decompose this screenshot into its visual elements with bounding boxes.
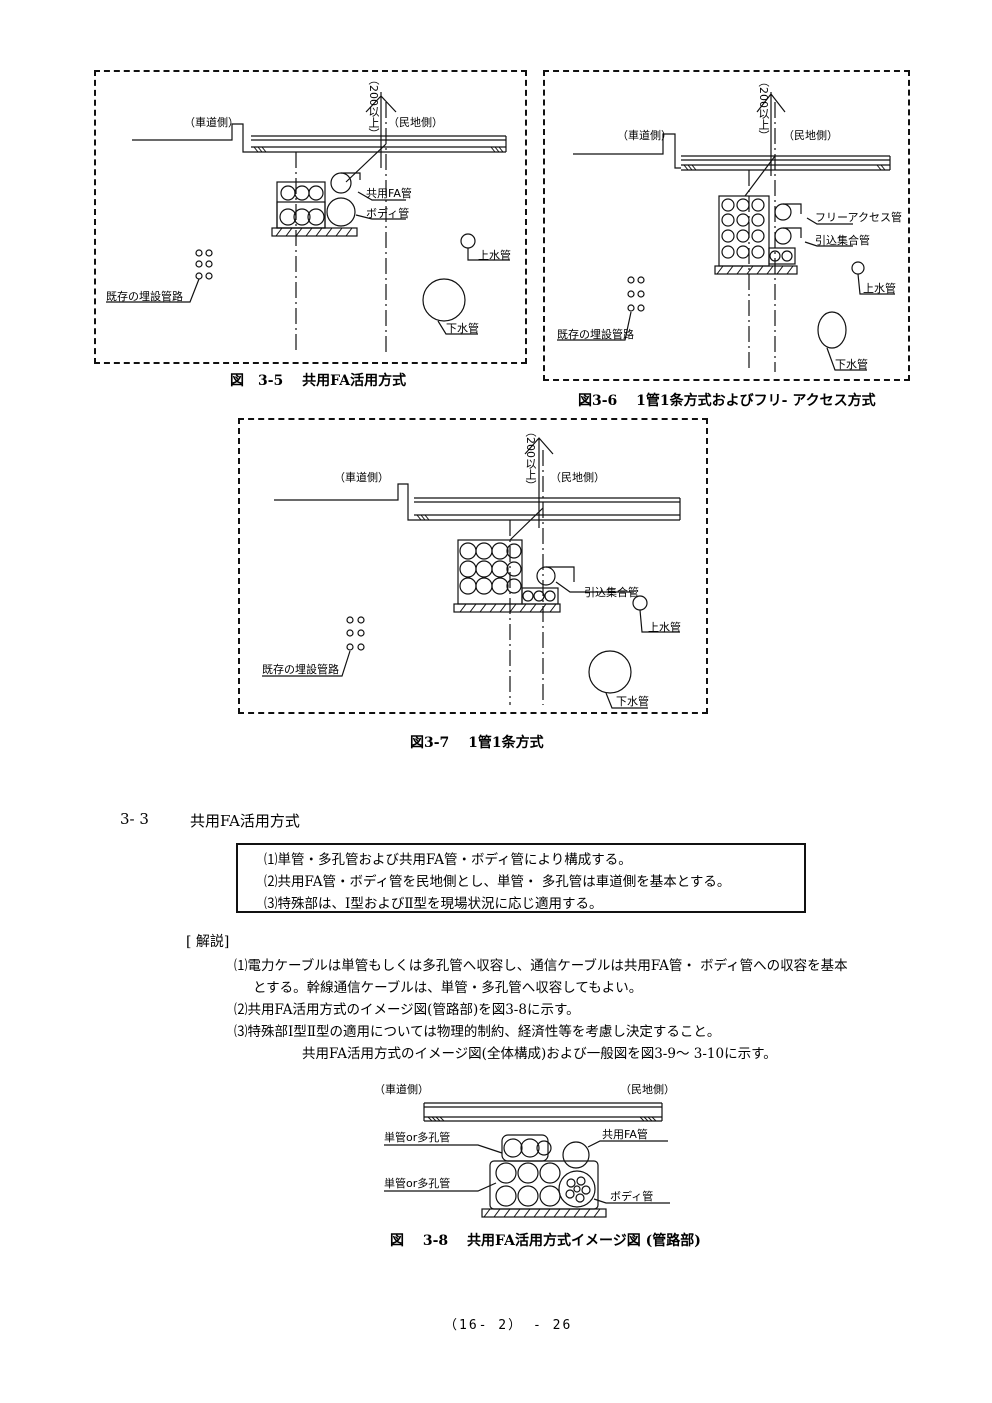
label-water-pipe: 上水管: [478, 249, 511, 262]
figure-3-6-drawing: [557, 92, 895, 372]
label-depth: （200以上）: [757, 76, 770, 141]
figure-3-8-drawing: [384, 1102, 670, 1218]
label-water-pipe: 上水管: [648, 621, 681, 634]
label-road-side: （車道側）: [184, 116, 239, 129]
section-number: 3- 3: [120, 810, 149, 828]
label-private-side: （民地側）: [550, 471, 605, 484]
label-body-pipe: ボディ管: [366, 207, 410, 220]
figure-3-7: （車道側） （民地側） （200以上） 引込集合管 上水管 既存の埋設管路 下水…: [238, 418, 708, 714]
label-sewer-pipe: 下水管: [835, 358, 868, 371]
label-private-side: （民地側）: [388, 116, 443, 129]
caption-fig-3-5: 図 3-5 共用FA活用方式: [230, 373, 407, 389]
commentary-line-5: 共用FA活用方式のイメージ図(全体構成)および一般図を図3-9～ 3-10に示す…: [302, 1046, 777, 1062]
summary-item-1: ⑴単管・多孔管および共用FA管・ボディ管により構成する。: [264, 852, 632, 868]
label-private-side: （民地側）: [783, 129, 838, 142]
label-private-side: （民地側）: [620, 1083, 675, 1096]
label-shared-fa: 共用FA管: [602, 1128, 648, 1141]
figure-3-5-drawing: [106, 92, 510, 354]
commentary-line-3: ⑵共用FA活用方式のイメージ図(管路部)を図3-8に示す。: [234, 1002, 580, 1018]
summary-box: ⑴単管・多孔管および共用FA管・ボディ管により構成する。 ⑵共用FA管・ボディ管…: [236, 843, 806, 913]
figure-3-6: （車道側） （民地側） （200以上） フリーアクセス管 引込集合管 上水管 既…: [543, 70, 910, 381]
label-existing: 既存の埋設管路: [106, 290, 183, 303]
figure-3-7-drawing: [262, 437, 681, 709]
label-free-access: フリーアクセス管: [815, 211, 903, 224]
label-service-collect: 引込集合管: [584, 586, 639, 599]
label-depth: （200以上）: [367, 74, 380, 139]
label-shared-fa: 共用FA管: [366, 187, 412, 200]
figure-3-5: （車道側） （民地側） （200以上） 共用FA管 ボディ管 上水管 既存の埋設…: [94, 70, 527, 364]
commentary-line-1: ⑴電力ケーブルは単管もしくは多孔管へ収容し、通信ケーブルは共用FA管・ ボディ管…: [234, 958, 848, 974]
label-depth: （200以上）: [524, 426, 537, 491]
page-number: （16- 2） - 26: [444, 1318, 573, 1333]
commentary-line-4: ⑶特殊部Ⅰ型Ⅱ型の適用については物理的制約、経済性等を考慮し決定すること。: [234, 1024, 721, 1040]
label-water-pipe: 上水管: [863, 282, 896, 295]
caption-fig-3-8: 図 3-8 共用FA活用方式イメージ図 (管路部): [390, 1233, 701, 1249]
commentary-line-2: とする。幹線通信ケーブルは、単管・多孔管へ収容してもよい。: [253, 980, 643, 996]
label-single-multi-lower: 単管or多孔管: [384, 1177, 451, 1190]
commentary-heading: [ 解説]: [186, 934, 230, 950]
label-existing: 既存の埋設管路: [557, 328, 634, 341]
label-service-collect: 引込集合管: [815, 234, 870, 247]
label-existing: 既存の埋設管路: [262, 663, 339, 676]
label-road-side: （車道側）: [617, 129, 672, 142]
caption-fig-3-7: 図3-7 1管1条方式: [410, 735, 544, 751]
section-title: 共用FA活用方式: [190, 812, 300, 830]
caption-fig-3-6: 図3-6 1管1条方式およびフリ- アクセス方式: [578, 393, 876, 409]
figure-3-8: （車道側） （民地側） 単管or多孔管 共用FA管 単管or多孔管 ボディ管: [370, 1075, 690, 1225]
label-sewer-pipe: 下水管: [616, 695, 649, 708]
label-sewer-pipe: 下水管: [446, 322, 479, 335]
summary-item-3: ⑶特殊部は、Ⅰ型およびⅡ型を現場状況に応じ適用する。: [264, 896, 603, 912]
summary-item-2: ⑵共用FA管・ボディ管を民地側とし、単管・ 多孔管は車道側を基本とする。: [264, 874, 731, 890]
label-road-side: （車道側）: [374, 1083, 429, 1096]
label-single-multi-upper: 単管or多孔管: [384, 1131, 451, 1144]
label-road-side: （車道側）: [334, 471, 389, 484]
label-body-pipe: ボディ管: [610, 1190, 654, 1203]
